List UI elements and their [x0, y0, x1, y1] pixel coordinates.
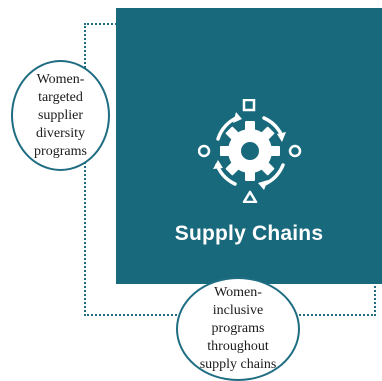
- triangle-icon: [242, 190, 258, 204]
- gear-icon: [220, 121, 280, 181]
- left-circle-icon: [197, 144, 211, 158]
- supplier-diversity-circle: Women- targeted supplier diversity progr…: [11, 60, 110, 171]
- gear-cycle-icon: [197, 98, 302, 204]
- inclusive-programs-label: Women- inclusive programs throughout sup…: [199, 285, 277, 372]
- supplier-diversity-label: Women- targeted supplier diversity progr…: [34, 71, 87, 159]
- square-icon: [242, 98, 256, 112]
- inclusive-programs-circle: Women- inclusive programs throughout sup…: [176, 277, 300, 381]
- right-circle-icon: [288, 144, 302, 158]
- panel-title: Supply Chains: [174, 222, 324, 245]
